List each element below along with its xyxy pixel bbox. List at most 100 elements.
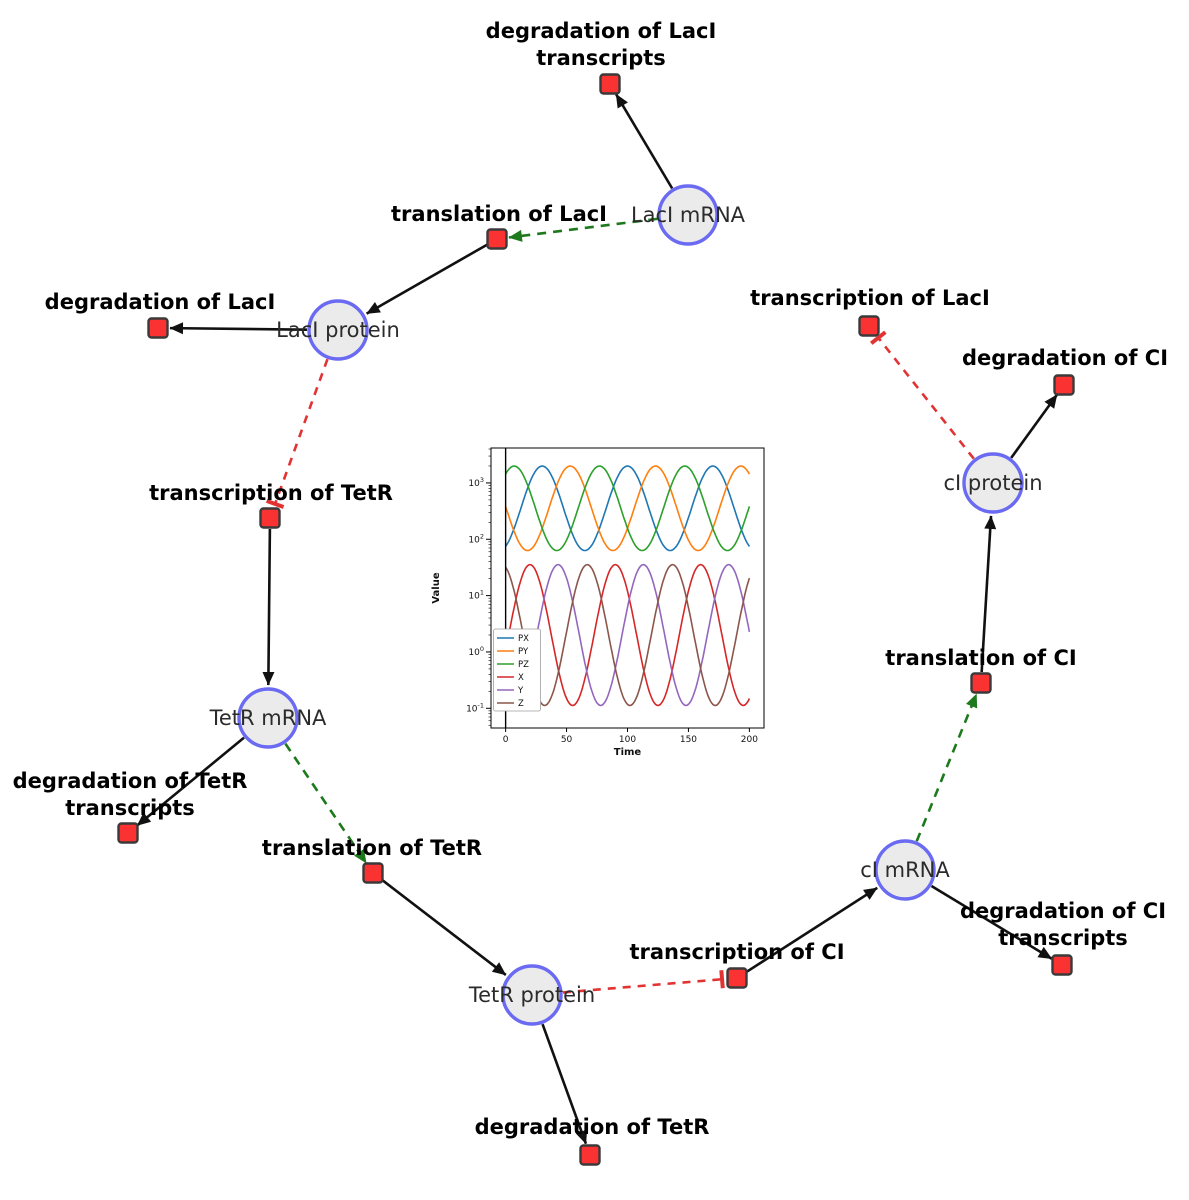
reaction-square[interactable]	[599, 73, 621, 95]
species-node-ci-protein[interactable]: cI protein	[943, 452, 1043, 514]
edge-ci-protein-to-degradation-of-ci	[1010, 393, 1059, 459]
reaction-square[interactable]	[726, 967, 748, 989]
reaction-square[interactable]	[147, 317, 169, 339]
y-tick-label: 102	[468, 532, 484, 545]
species-label: TetR mRNA	[209, 706, 327, 730]
species-label: LacI protein	[276, 318, 400, 342]
x-tick-label: 100	[619, 735, 636, 745]
edge-tetr-mrna-to-translation-of-tetr	[284, 742, 368, 864]
reaction-label: translation of CI	[885, 646, 1076, 670]
reaction-square[interactable]	[362, 862, 384, 884]
edge-tetr-protein-to-transcription-of-ci	[562, 970, 725, 994]
species-label: cI mRNA	[860, 858, 950, 882]
reaction-square[interactable]	[579, 1144, 601, 1166]
species-circle[interactable]	[657, 184, 719, 246]
reaction-node-degradation-of-ci[interactable]: degradation of CI	[962, 346, 1168, 396]
species-circle[interactable]	[501, 964, 563, 1026]
reaction-node-degradation-of-tetr-transcripts[interactable]: degradation of TetR transcripts	[13, 769, 248, 844]
reaction-label: translation of LacI	[391, 202, 607, 226]
species-node-ci-mrna[interactable]: cI mRNA	[860, 839, 950, 901]
reaction-label: degradation of LacI	[486, 19, 717, 43]
y-tick-label: 103	[468, 476, 484, 489]
species-node-tetr-mrna[interactable]: TetR mRNA	[209, 687, 327, 749]
x-tick-label: 150	[680, 735, 697, 745]
reaction-node-transcription-of-tetr[interactable]: transcription of TetR	[149, 481, 393, 529]
reaction-label: transcription of CI	[629, 940, 844, 964]
edge-tetr-mrna-to-degradation-of-tetr-transcripts	[136, 736, 245, 827]
species-label: LacI mRNA	[631, 203, 746, 227]
x-tick-label: 200	[741, 735, 758, 745]
species-circle[interactable]	[874, 839, 936, 901]
reaction-label: degradation of LacI	[45, 290, 276, 314]
edge-laci-protein-to-degradation-of-laci	[169, 322, 308, 335]
series-line-Y	[504, 563, 751, 707]
edge-laci-mrna-to-degradation-of-laci-transcripts	[615, 93, 674, 190]
reaction-label: degradation of TetR	[13, 769, 248, 793]
reaction-square[interactable]	[117, 822, 139, 844]
series-line-Z	[504, 563, 751, 707]
reaction-node-degradation-of-laci-transcripts[interactable]: degradation of LacI transcripts	[486, 19, 717, 95]
reaction-square[interactable]	[858, 315, 880, 337]
edge-transcription-of-ci-to-ci-mrna	[745, 886, 878, 974]
reaction-node-transcription-of-laci[interactable]: transcription of LacI	[750, 286, 990, 337]
reaction-square[interactable]	[970, 672, 992, 694]
reaction-square[interactable]	[1051, 954, 1073, 976]
reaction-square[interactable]	[1053, 374, 1075, 396]
reaction-node-degradation-of-ci-transcripts[interactable]: degradation of CI transcripts	[960, 899, 1166, 976]
series-line-PX	[504, 465, 751, 552]
reaction-label: degradation of CI	[962, 346, 1168, 370]
reaction-square[interactable]	[486, 228, 508, 250]
species-label: cI protein	[943, 471, 1042, 495]
edge-transcription-of-tetr-to-tetr-mrna	[262, 528, 275, 686]
reaction-node-translation-of-ci[interactable]: translation of CI	[885, 646, 1077, 694]
edge-translation-of-tetr-to-tetr-protein	[380, 878, 507, 976]
reaction-label: translation of TetR	[262, 836, 482, 860]
reaction-label: transcription of LacI	[750, 286, 990, 310]
species-node-laci-protein[interactable]: LacI protein	[276, 299, 400, 361]
series-line-X	[504, 563, 751, 707]
reaction-label: transcripts	[998, 926, 1128, 950]
y-tick-label: 101	[468, 589, 484, 602]
legend-label-PX: PX	[518, 634, 529, 644]
reaction-label: transcription of TetR	[149, 481, 393, 505]
x-tick-label: 0	[503, 735, 509, 745]
series-line-PZ	[504, 465, 751, 552]
species-circle[interactable]	[962, 452, 1024, 514]
reaction-label: transcripts	[65, 796, 195, 820]
legend-label-PY: PY	[518, 647, 529, 657]
legend-label-Y: Y	[517, 686, 524, 696]
species-circle[interactable]	[237, 687, 299, 749]
reaction-label: transcripts	[536, 46, 666, 70]
edge-translation-of-ci-to-ci-protein	[980, 515, 997, 673]
edge-laci-protein-to-transcription-of-tetr	[265, 358, 329, 509]
reaction-node-degradation-of-laci[interactable]: degradation of LacI	[45, 290, 276, 339]
reaction-node-transcription-of-ci[interactable]: transcription of CI	[629, 940, 845, 989]
y-tick-label: 10-1	[466, 701, 484, 714]
edge-ci-mrna-to-degradation-of-ci-transcripts	[930, 884, 1053, 960]
species-node-tetr-protein[interactable]: TetR protein	[468, 964, 595, 1026]
species-node-laci-mrna[interactable]: LacI mRNA	[631, 184, 746, 246]
reaction-node-translation-of-laci[interactable]: translation of LacI	[391, 202, 607, 250]
edge-ci-protein-to-transcription-of-laci	[869, 330, 975, 460]
legend-box	[493, 628, 541, 712]
y-tick-label: 100	[468, 645, 484, 658]
reaction-node-degradation-of-tetr[interactable]: degradation of TetR	[475, 1115, 710, 1166]
reaction-label: degradation of TetR	[475, 1115, 710, 1139]
legend-label-X: X	[518, 673, 524, 683]
y-axis-title: Value	[431, 572, 442, 603]
reaction-label: degradation of CI	[960, 899, 1166, 923]
species-label: TetR protein	[468, 983, 595, 1007]
edge-tetr-protein-to-degradation-of-tetr	[541, 1023, 588, 1145]
x-axis-title: Time	[614, 747, 642, 758]
species-circle[interactable]	[307, 299, 369, 361]
legend-label-Z: Z	[518, 699, 524, 709]
x-tick-label: 50	[561, 735, 573, 745]
reaction-square[interactable]	[259, 507, 281, 529]
reaction-node-translation-of-tetr[interactable]: translation of TetR	[262, 836, 482, 884]
edge-laci-mrna-to-translation-of-laci	[508, 217, 658, 242]
